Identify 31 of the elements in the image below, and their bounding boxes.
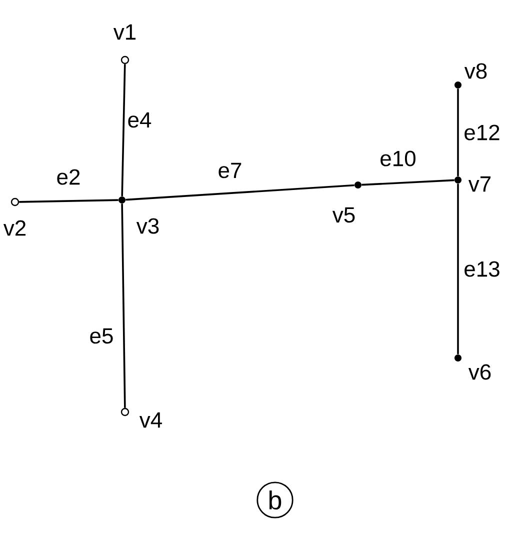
circled-caption: b [256,482,294,518]
edge-line [19,199,118,203]
edge-line [457,184,459,354]
vertex-label: v6 [468,364,491,380]
edge-label: e2 [55,168,82,186]
vertex [10,198,20,206]
edge-label: e13 [462,260,502,278]
edge-label: e7 [216,162,244,180]
edge-label: e12 [462,124,502,142]
vertex-label: v1 [113,24,136,40]
vertex [120,56,130,64]
vertex-label: v8 [464,63,487,79]
vertex [454,354,462,362]
vertex [120,408,130,416]
vertex [454,176,462,184]
edge-line [126,184,354,201]
vertex-label: v7 [468,176,490,192]
edge-label: e10 [378,150,418,168]
vertex [118,196,126,204]
vertex [354,182,362,188]
edge-label: e5 [88,327,115,345]
edge-line [362,179,454,186]
edge-line [457,88,459,176]
vertex-label: v2 [3,220,26,236]
vertex-label: v3 [136,218,159,234]
vertex [454,82,462,88]
edge-label: e4 [126,111,153,129]
edge-line [121,64,126,196]
edge-line [121,204,126,408]
vertex-label: v5 [332,207,355,223]
vertex-label: v4 [139,412,162,428]
